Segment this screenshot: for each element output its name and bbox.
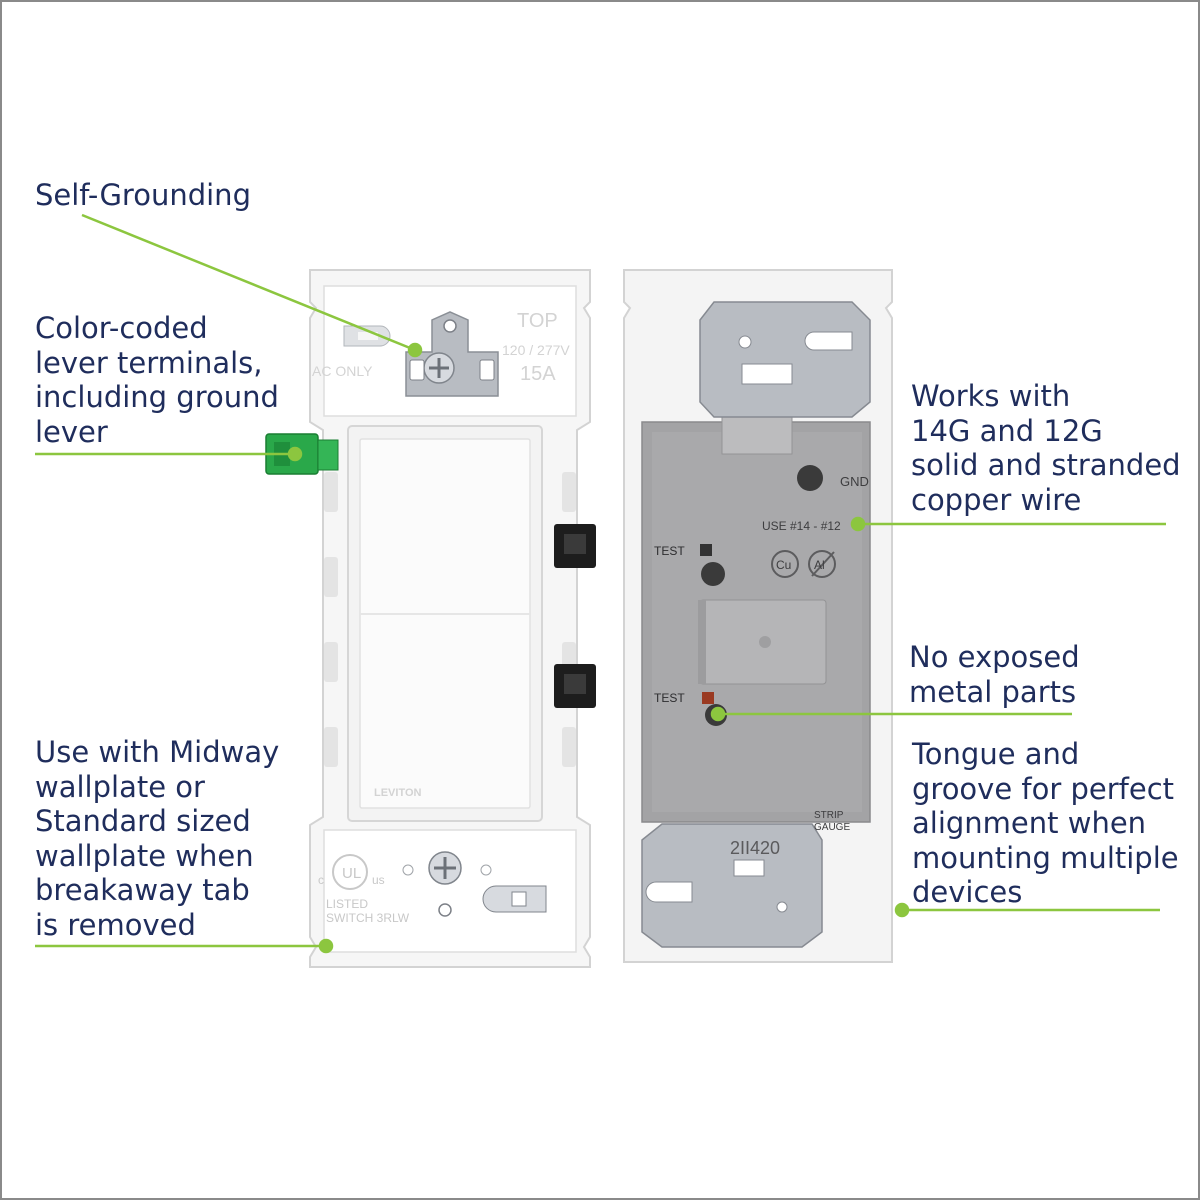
callout-line: metal parts bbox=[909, 674, 1077, 709]
callout-line: solid and stranded bbox=[911, 448, 1181, 482]
ul-mark-ring bbox=[332, 854, 368, 890]
callout-self-grounding: Self-Grounding bbox=[35, 178, 251, 213]
front-switch-device: TOP 120 / 277V 15A AC ONLY LEVITON c UL … bbox=[265, 269, 596, 968]
callout-line: breakaway tab bbox=[35, 873, 250, 907]
callout-line: Standard sized bbox=[35, 804, 251, 838]
callout-line: including ground bbox=[35, 380, 279, 414]
callout-line: is removed bbox=[35, 907, 196, 942]
voltage-text: 120 / 277V bbox=[502, 342, 570, 358]
callout-line: Use with Midway bbox=[35, 735, 280, 769]
leader-dot-self-grounding bbox=[407, 342, 423, 358]
ac-only-text: AC ONLY bbox=[312, 363, 373, 379]
callout-line: mounting multiple bbox=[912, 840, 1179, 875]
gauge-text: GAUGE bbox=[814, 822, 850, 833]
callout-line: groove for perfect bbox=[912, 771, 1175, 806]
wire-use-text: USE #14 - #12 bbox=[762, 519, 841, 533]
top-text: TOP bbox=[517, 310, 558, 332]
brand-text: LEVITON bbox=[374, 787, 422, 799]
top-mounting-bracket bbox=[405, 311, 499, 397]
callout-line: Works with bbox=[911, 379, 1071, 413]
callout-line: 14G and 12G bbox=[911, 413, 1103, 448]
back-top-bracket bbox=[699, 301, 871, 418]
leader-lines bbox=[35, 213, 1166, 954]
strip-text: STRIP bbox=[814, 810, 844, 821]
callout-no-exposed-metal: No exposed metal parts bbox=[909, 640, 1080, 709]
callout-line: lever terminals, bbox=[35, 345, 263, 380]
leader-dot-midway bbox=[318, 938, 334, 954]
callout-tongue-groove: Tongue and groove for perfect alignment … bbox=[912, 737, 1179, 910]
gnd-text: GND bbox=[840, 474, 869, 489]
leader-dot-wire bbox=[850, 516, 866, 532]
callout-line: No exposed bbox=[909, 640, 1080, 674]
leader-dot-no-metal bbox=[710, 706, 726, 722]
ul-c-text: c bbox=[318, 873, 324, 887]
date-code-text: 2II420 bbox=[730, 838, 780, 858]
callout-midway-wallplate: Use with Midway wallplate or Standard si… bbox=[35, 735, 279, 942]
callout-line: Self-Grounding bbox=[35, 178, 251, 212]
ul-us-text: us bbox=[372, 873, 385, 887]
back-bottom-bracket bbox=[641, 823, 823, 948]
callout-line: Color-coded bbox=[35, 311, 208, 345]
callout-line: Tongue and bbox=[912, 737, 1080, 771]
leader-dot-color-coded bbox=[287, 446, 303, 462]
leader-dot-tongue bbox=[894, 902, 910, 918]
callout-line: lever bbox=[35, 414, 108, 449]
callout-line: wallplate when bbox=[35, 838, 254, 873]
callout-line: alignment when bbox=[912, 806, 1147, 840]
black-lever-terminals bbox=[554, 524, 596, 708]
al-text: Al bbox=[814, 558, 825, 572]
callout-color-coded-terminals: Color-coded lever terminals, including g… bbox=[35, 311, 279, 449]
model-text: SWITCH 3RLW bbox=[326, 911, 410, 925]
back-switch-device: GND USE #14 - #12 Cu Al TEST TEST STRIP … bbox=[623, 269, 893, 963]
callout-line: devices bbox=[912, 875, 1023, 909]
callout-wire-compatibility: Works with 14G and 12G solid and strande… bbox=[911, 379, 1181, 517]
side-ribs bbox=[324, 472, 576, 767]
cu-text: Cu bbox=[776, 558, 791, 572]
ul-mark-text: UL bbox=[342, 865, 361, 882]
test-bottom-text: TEST bbox=[654, 691, 685, 705]
amp-text: 15A bbox=[520, 363, 556, 385]
bottom-mounting-bracket bbox=[402, 851, 547, 917]
test-top-text: TEST bbox=[654, 544, 685, 558]
callout-line: copper wire bbox=[911, 482, 1082, 517]
leader-self-grounding bbox=[81, 213, 416, 352]
callout-line: wallplate or bbox=[35, 769, 205, 804]
listed-text: LISTED bbox=[326, 897, 368, 911]
